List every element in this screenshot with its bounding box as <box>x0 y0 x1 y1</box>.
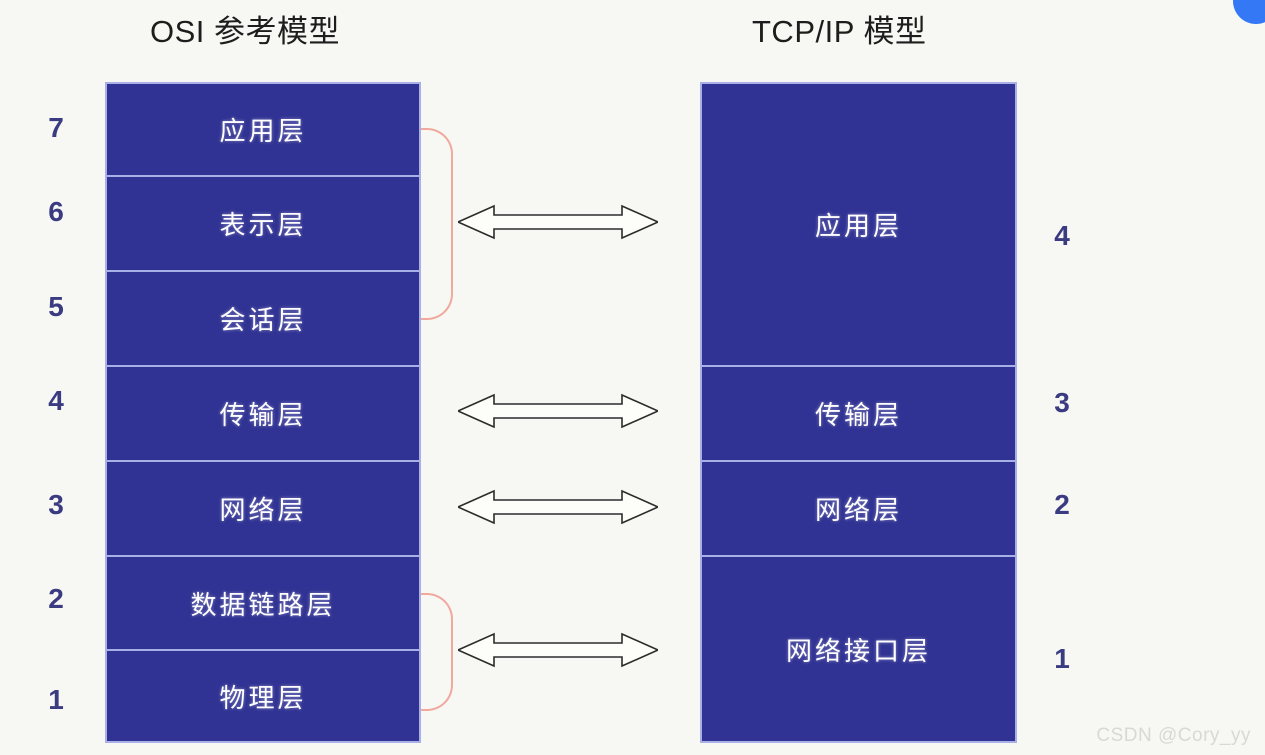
tcpip-layer-number-2: 2 <box>1054 489 1070 520</box>
osi-layer-number-7: 7 <box>48 112 64 143</box>
bracket-osi-upper-layers <box>421 128 453 320</box>
tcpip-model-title: TCP/IP 模型 <box>752 14 927 49</box>
osi-layer-number-3: 3 <box>48 489 64 520</box>
arrow-network-mapping <box>458 484 658 530</box>
bracket-osi-lower-layers <box>421 593 453 711</box>
tcpip-layer-application[interactable]: 应用层 <box>700 82 1017 365</box>
arrow-link-mapping <box>458 627 658 673</box>
osi-layer-number-2: 2 <box>48 583 64 614</box>
csdn-watermark: CSDN @Cory_yy <box>1096 725 1251 746</box>
osi-layer-presentation[interactable]: 表示层 <box>105 175 421 270</box>
osi-layer-application[interactable]: 应用层 <box>105 82 421 175</box>
tcpip-layer-number-4: 4 <box>1054 220 1070 251</box>
osi-layer-number-1: 1 <box>48 684 64 715</box>
osi-layer-transport[interactable]: 传输层 <box>105 365 421 460</box>
tcpip-layer-network-interface[interactable]: 网络接口层 <box>700 555 1017 743</box>
osi-layer-datalink[interactable]: 数据链路层 <box>105 555 421 649</box>
corner-badge-icon <box>1233 0 1265 24</box>
osi-model-title: OSI 参考模型 <box>150 14 341 49</box>
tcpip-layer-transport[interactable]: 传输层 <box>700 365 1017 460</box>
osi-layer-number-6: 6 <box>48 196 64 227</box>
arrow-transport-mapping <box>458 388 658 434</box>
tcpip-layer-number-3: 3 <box>1054 387 1070 418</box>
osi-layer-session[interactable]: 会话层 <box>105 270 421 365</box>
arrow-application-mapping <box>458 199 658 245</box>
osi-layer-number-4: 4 <box>48 385 64 416</box>
osi-layer-number-5: 5 <box>48 291 64 322</box>
tcpip-layer-number-1: 1 <box>1054 643 1070 674</box>
osi-layer-stack: 应用层 表示层 会话层 传输层 网络层 数据链路层 物理层 <box>105 82 421 743</box>
tcpip-layer-stack: 应用层 传输层 网络层 网络接口层 <box>700 82 1017 743</box>
osi-layer-physical[interactable]: 物理层 <box>105 649 421 743</box>
osi-layer-network[interactable]: 网络层 <box>105 460 421 555</box>
tcpip-layer-internet[interactable]: 网络层 <box>700 460 1017 555</box>
